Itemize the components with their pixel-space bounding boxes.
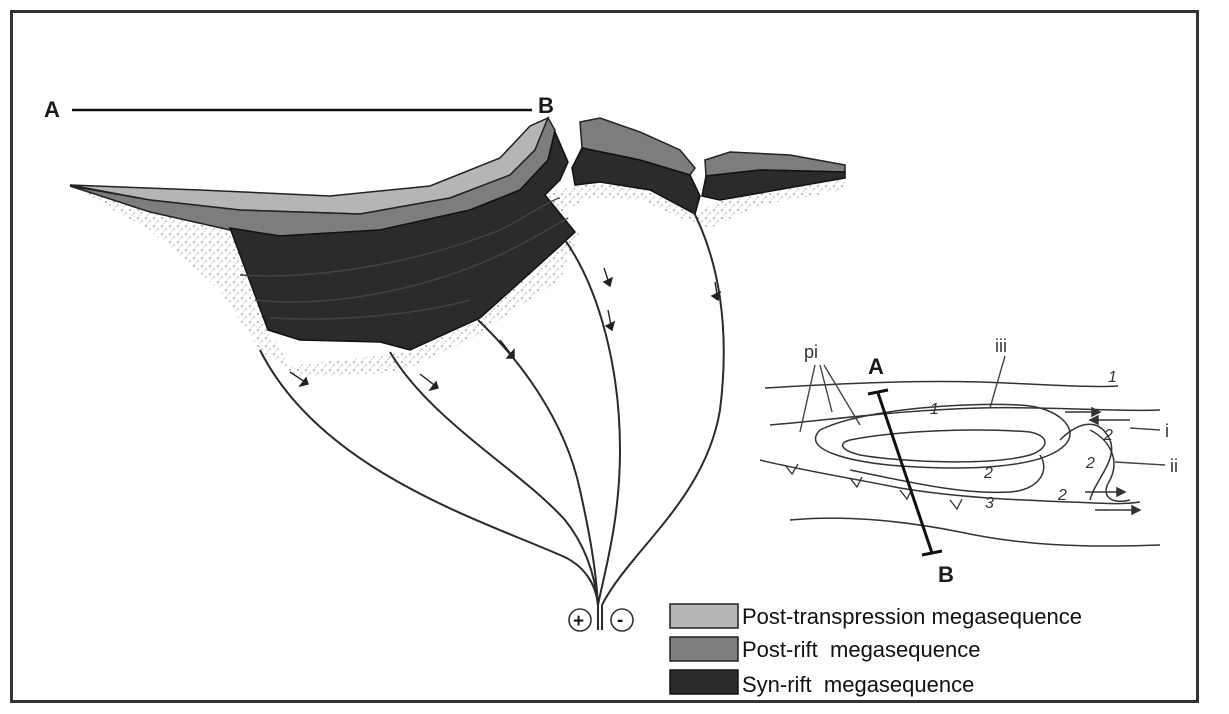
fault-3 [477,319,599,606]
map-loop-inner [841,429,1046,463]
map-label-ii: ii [1170,456,1178,476]
map-label-iii: iii [995,336,1007,356]
syn-rift-right-block-2 [701,169,846,201]
map-num-2a: 2 [1103,427,1113,444]
legend-label-post-transpression: Post-transpression megasequence [742,604,1082,629]
ii-leader [1114,461,1166,466]
legend-swatch-post-transpression [669,603,739,629]
map-label-b: B [938,562,954,587]
map-label-a: A [868,354,884,379]
map-num-2c: 2 [983,465,993,482]
map-line-3 [759,459,1141,505]
pi-leader-2 [819,364,833,413]
iii-leader [989,355,1006,409]
map-loop-low [849,454,1045,494]
fault-5 [601,204,725,606]
syn-rift-horizon-3 [269,299,471,320]
section-label-a: A [44,97,60,122]
map-section-tick-b [921,549,943,557]
map-section-tick-a [867,388,889,396]
legend-label-post-rift: Post-rift megasequence [742,637,980,662]
section-label-b: B [538,93,554,118]
polarity-minus-circle [610,608,634,632]
fault-1 [259,349,599,606]
map-loop-outer [814,403,1071,469]
map-num-1a: 1 [1108,369,1117,386]
i-leader [1129,427,1161,431]
syn-rift-layer-left [228,129,577,351]
slip-arrows [289,267,722,392]
legend-swatch-post-rift [669,636,739,662]
map-num-1b: 1 [930,401,939,418]
map-line-2 [769,406,1161,426]
syn-rift-right-block-1 [571,147,701,216]
map-num-2d: 2 [1057,487,1067,504]
map-arrows [1065,406,1142,516]
polarity-minus: - [617,610,623,631]
map-trace-right-1 [1059,423,1113,501]
legend: Post-transpression megasequence Post-rif… [669,603,1082,697]
map-section-line [876,392,934,554]
legend-swatch-syn-rift [669,669,739,695]
map-inset: A B pi iii i ii 1 1 2 2 2 2 3 [759,336,1178,587]
pi-leader-3 [823,364,861,426]
polarity-plus-circle [568,608,592,632]
legend-label-syn-rift: Syn-rift megasequence [742,672,974,697]
syn-rift-horizon-1 [239,197,561,277]
syn-rift-horizon-2 [254,217,569,303]
cross-section: A B [44,93,846,632]
map-line-4 [789,517,1161,547]
map-num-3: 3 [985,495,994,512]
pi-leader-1 [799,364,816,433]
fault-2 [389,351,599,606]
map-label-pi: pi [804,342,818,362]
map-label-i: i [1165,421,1169,441]
fault-4 [564,239,622,606]
map-num-2b: 2 [1085,455,1095,472]
map-trace-right-2 [1089,429,1131,502]
basement-stipple-right [548,178,845,228]
polarity-plus: + [573,611,584,632]
basement-stipple-left [70,186,580,378]
map-line-1 [764,380,1119,389]
